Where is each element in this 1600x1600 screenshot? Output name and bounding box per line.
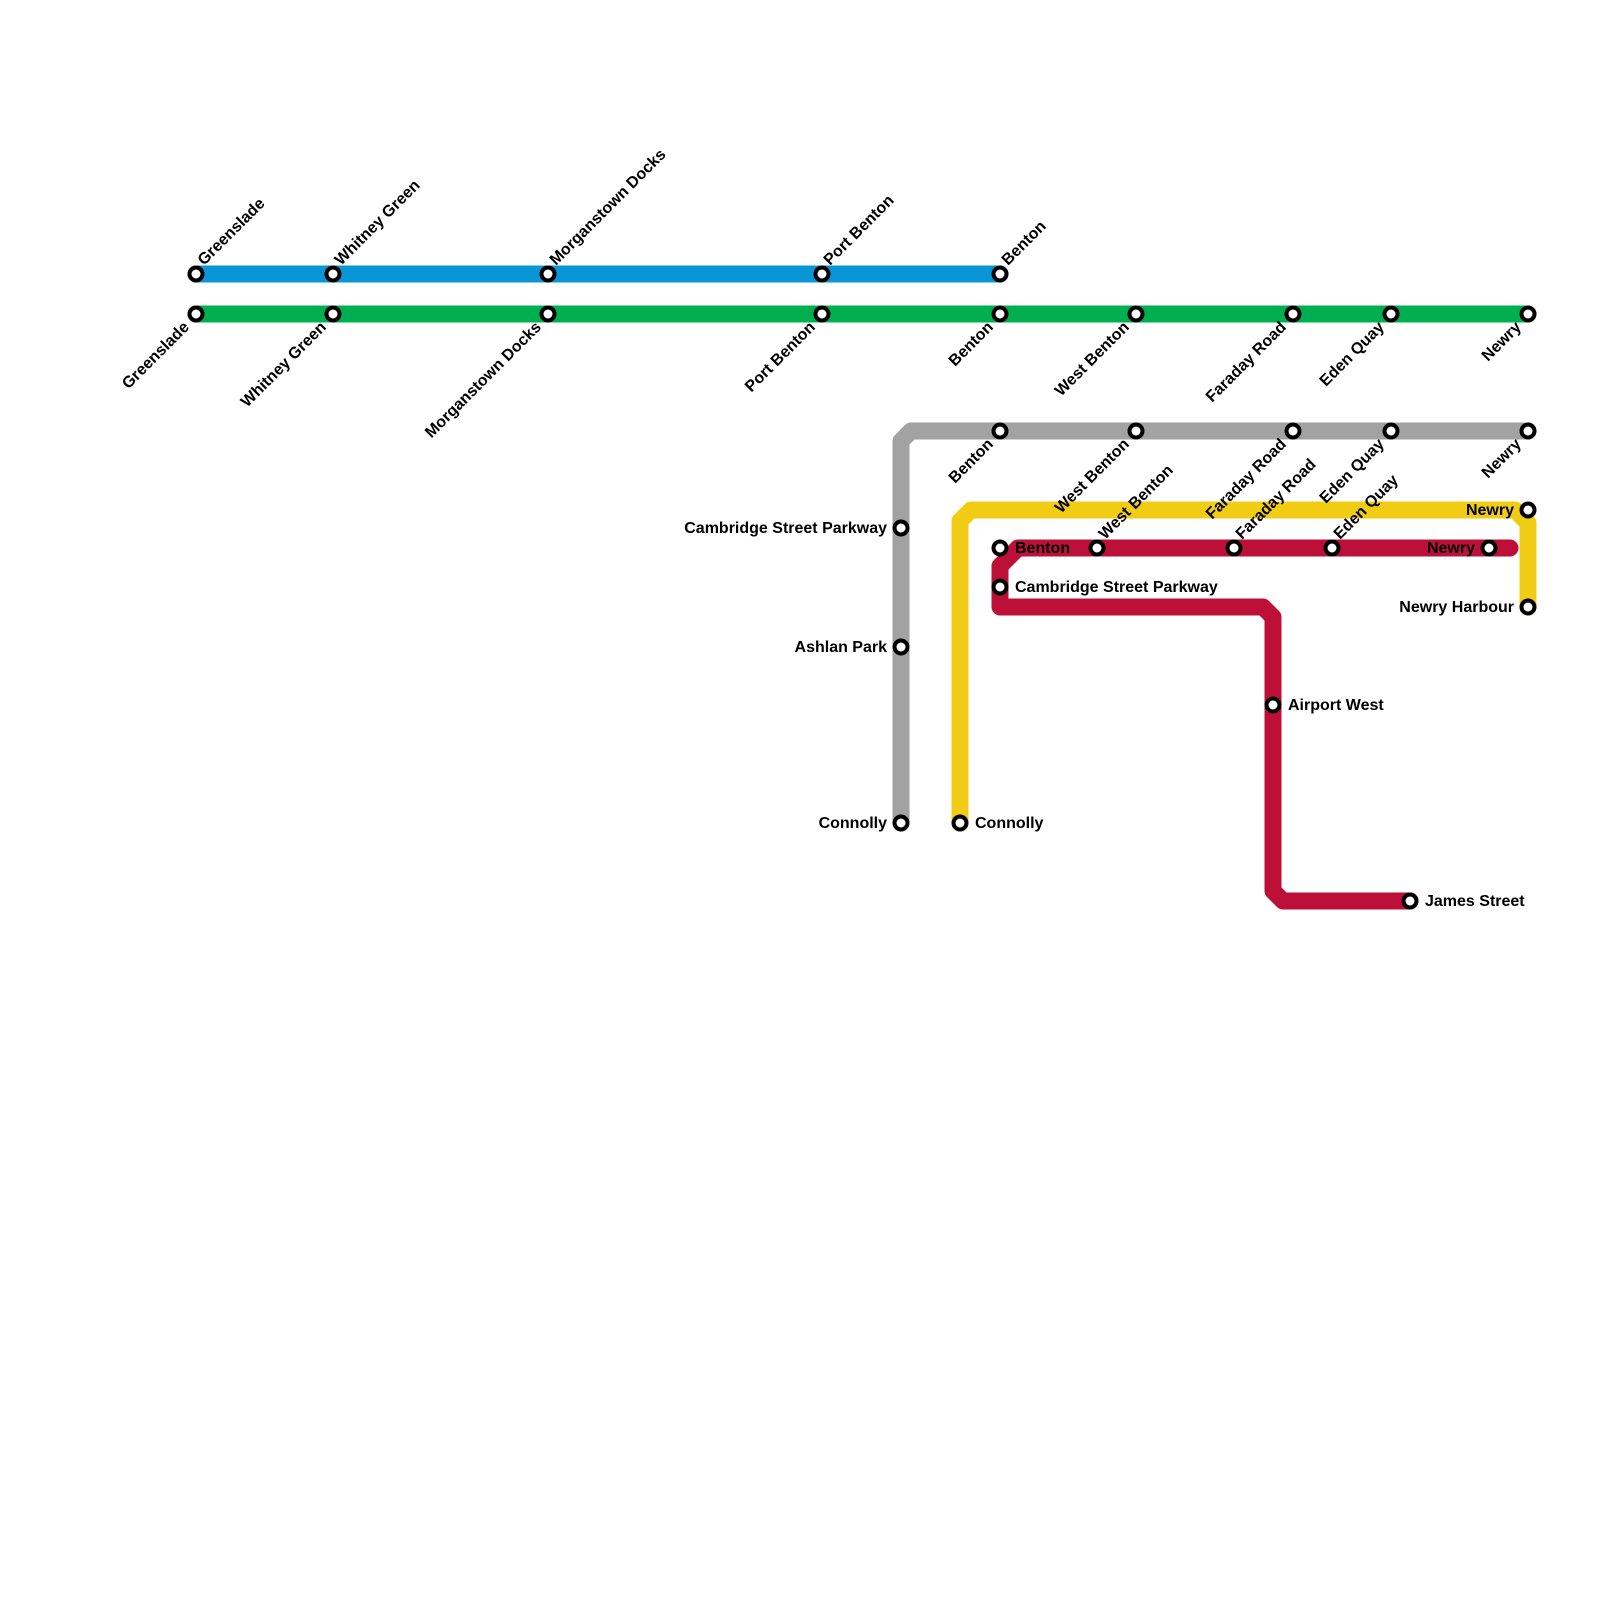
station-label: Benton (1015, 540, 1070, 557)
station-label: Newry (1479, 319, 1525, 365)
station-marker[interactable] (1323, 539, 1341, 557)
station-label: Ashlan Park (795, 639, 888, 656)
grey-line (892, 422, 1537, 832)
station-marker[interactable] (539, 305, 557, 323)
station-greenslade[interactable]: Greenslade (119, 305, 205, 393)
station-morganstown-docks[interactable]: Morganstown Docks (539, 146, 670, 283)
station-marker[interactable] (951, 814, 969, 832)
station-marker[interactable] (1519, 501, 1537, 519)
red-line (991, 539, 1519, 910)
station-marker[interactable] (187, 305, 205, 323)
station-label: Port Benton (821, 192, 898, 269)
station-label: Newry Harbour (1399, 599, 1514, 616)
station-label: Cambridge Street Parkway (1015, 579, 1218, 596)
station-marker[interactable] (1519, 305, 1537, 323)
station-label: West Benton (1052, 319, 1133, 400)
station-marker[interactable] (892, 519, 910, 537)
station-cambridge-street-parkway[interactable]: Cambridge Street Parkway (991, 578, 1218, 596)
station-marker[interactable] (1225, 539, 1243, 557)
station-marker[interactable] (187, 265, 205, 283)
station-label: Morganstown Docks (547, 146, 670, 269)
station-label: Newry (1427, 540, 1475, 557)
station-marker[interactable] (324, 265, 342, 283)
station-label: Benton (999, 218, 1050, 269)
station-marker[interactable] (892, 814, 910, 832)
station-marker[interactable] (813, 305, 831, 323)
station-ashlan-park[interactable]: Ashlan Park (795, 638, 910, 656)
station-label: Newry (1466, 502, 1514, 519)
station-cambridge-street-parkway[interactable]: Cambridge Street Parkway (684, 519, 910, 537)
station-label: Eden Quay (1317, 319, 1388, 390)
station-newry-harbour[interactable]: Newry Harbour (1399, 598, 1537, 616)
station-label: Connolly (975, 815, 1044, 832)
station-benton[interactable]: Benton (991, 218, 1050, 283)
station-marker[interactable] (1127, 422, 1145, 440)
station-marker[interactable] (1382, 422, 1400, 440)
station-marker[interactable] (1284, 305, 1302, 323)
station-marker[interactable] (991, 265, 1009, 283)
yellow-line (951, 501, 1537, 832)
station-label: Benton (946, 436, 997, 487)
station-label: Cambridge Street Parkway (684, 520, 887, 537)
station-label: Morganstown Docks (422, 319, 545, 442)
station-morganstown-docks[interactable]: Morganstown Docks (422, 305, 557, 442)
station-newry[interactable]: Newry (1427, 539, 1498, 557)
station-label: Greenslade (119, 319, 193, 393)
station-marker[interactable] (991, 539, 1009, 557)
station-marker[interactable] (1480, 539, 1498, 557)
station-marker[interactable] (892, 638, 910, 656)
station-label: Whitney Green (238, 319, 330, 411)
station-marker[interactable] (1401, 892, 1419, 910)
station-label: Connolly (819, 815, 888, 832)
station-marker[interactable] (991, 305, 1009, 323)
station-marker[interactable] (1382, 305, 1400, 323)
station-newry[interactable]: Newry (1466, 501, 1537, 519)
station-whitney-green[interactable]: Whitney Green (324, 177, 424, 283)
station-label: James Street (1425, 893, 1525, 910)
station-marker[interactable] (991, 578, 1009, 596)
station-marker[interactable] (1519, 422, 1537, 440)
station-marker[interactable] (324, 305, 342, 323)
station-james-street[interactable]: James Street (1401, 892, 1526, 910)
station-marker[interactable] (539, 265, 557, 283)
station-label: Faraday Road (1203, 319, 1290, 406)
station-label: Port Benton (742, 319, 819, 396)
station-marker[interactable] (1284, 422, 1302, 440)
station-connolly[interactable]: Connolly (951, 814, 1044, 832)
station-marker[interactable] (991, 422, 1009, 440)
station-marker[interactable] (1088, 539, 1106, 557)
station-benton[interactable]: Benton (991, 539, 1071, 557)
station-label: Greenslade (195, 195, 269, 269)
station-marker[interactable] (1264, 696, 1282, 714)
station-whitney-green[interactable]: Whitney Green (238, 305, 342, 411)
station-marker[interactable] (813, 265, 831, 283)
station-label: Airport West (1288, 697, 1384, 714)
station-label: Newry (1479, 436, 1525, 482)
station-connolly[interactable]: Connolly (819, 814, 910, 832)
station-label: Benton (946, 319, 997, 370)
station-marker[interactable] (1519, 598, 1537, 616)
station-airport-west[interactable]: Airport West (1264, 696, 1385, 714)
station-marker[interactable] (1127, 305, 1145, 323)
station-label: Whitney Green (332, 177, 424, 269)
